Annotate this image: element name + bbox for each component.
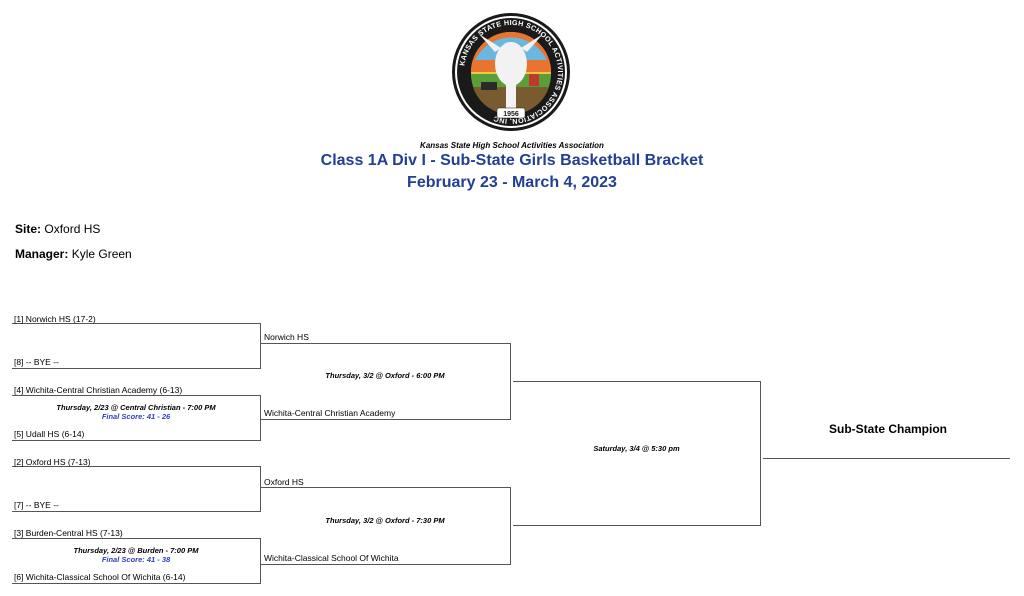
round2-team-2: Wichita-Central Christian Academy bbox=[264, 408, 396, 418]
round1-game4-info: Thursday, 2/23 @ Burden - 7:00 PM bbox=[73, 546, 199, 555]
round1-game2-score: Final Score: 41 - 26 bbox=[101, 412, 171, 421]
round1-team-1: [1] Norwich HS (17-2) bbox=[14, 314, 96, 324]
site-label: Site: bbox=[15, 222, 42, 236]
round1-game4-score: Final Score: 41 - 38 bbox=[101, 555, 171, 564]
round1-team-2: [2] Oxford HS (7-13) bbox=[14, 457, 91, 467]
champion-label: Sub-State Champion bbox=[829, 422, 948, 436]
round1-team-4: [4] Wichita-Central Christian Academy (6… bbox=[14, 385, 183, 395]
round1-team-8: [8] -- BYE -- bbox=[14, 357, 59, 367]
champion-line bbox=[763, 458, 1010, 459]
round2-game2-info: Thursday, 3/2 @ Oxford - 7:30 PM bbox=[325, 516, 445, 525]
round2-team-4: Wichita-Classical School Of Wichita bbox=[264, 553, 399, 563]
round1-team-5: [5] Udall HS (6-14) bbox=[14, 429, 85, 439]
round2-team-3: Oxford HS bbox=[264, 477, 304, 487]
organization-name: Kansas State High School Activities Asso… bbox=[420, 141, 604, 150]
site-value: Oxford HS bbox=[44, 222, 101, 236]
round1-team-7: [7] -- BYE -- bbox=[14, 500, 59, 510]
round1-game4-box bbox=[12, 538, 261, 584]
round2-game1-box bbox=[260, 343, 511, 420]
bracket-title: Class 1A Div I - Sub-State Girls Basketb… bbox=[320, 152, 704, 169]
final-game-box bbox=[513, 381, 761, 526]
round1-game1-box bbox=[12, 323, 261, 369]
round1-game3-box bbox=[12, 466, 261, 512]
final-game-info: Saturday, 3/4 @ 5:30 pm bbox=[593, 444, 680, 453]
round1-game2-info: Thursday, 2/23 @ Central Christian - 7:0… bbox=[56, 403, 216, 412]
round1-team-3: [3] Burden-Central HS (7-13) bbox=[14, 528, 123, 538]
bracket-dates: February 23 - March 4, 2023 bbox=[407, 174, 617, 191]
round2-game2-box bbox=[260, 487, 511, 565]
manager-info: Manager: Kyle Green bbox=[15, 247, 132, 261]
round1-game2-box bbox=[12, 395, 261, 441]
round2-game1-info: Thursday, 3/2 @ Oxford - 6:00 PM bbox=[325, 371, 445, 380]
round1-team-6: [6] Wichita-Classical School Of Wichita … bbox=[14, 572, 186, 582]
khsaa-logo: KANSAS STATE HIGH SCHOOL ACTIVITIES ASSO… bbox=[452, 13, 570, 131]
site-info: Site: Oxford HS bbox=[15, 222, 100, 236]
round2-team-1: Norwich HS bbox=[264, 332, 309, 342]
manager-label: Manager: bbox=[15, 247, 69, 261]
manager-value: Kyle Green bbox=[71, 247, 132, 261]
logo-year: 1956 bbox=[503, 111, 519, 118]
